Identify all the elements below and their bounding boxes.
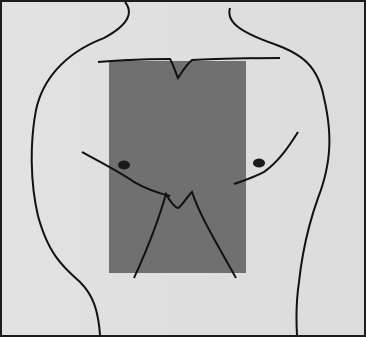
neck-right-line [229,8,274,44]
right-nipple [253,159,265,168]
left-nipple [118,161,130,170]
right-shoulder-arm-line [274,44,329,335]
torso-svg [2,2,364,335]
shaded-chest-region [109,61,246,273]
left-shoulder-arm-line [32,38,104,335]
neck-left-line [104,2,129,38]
